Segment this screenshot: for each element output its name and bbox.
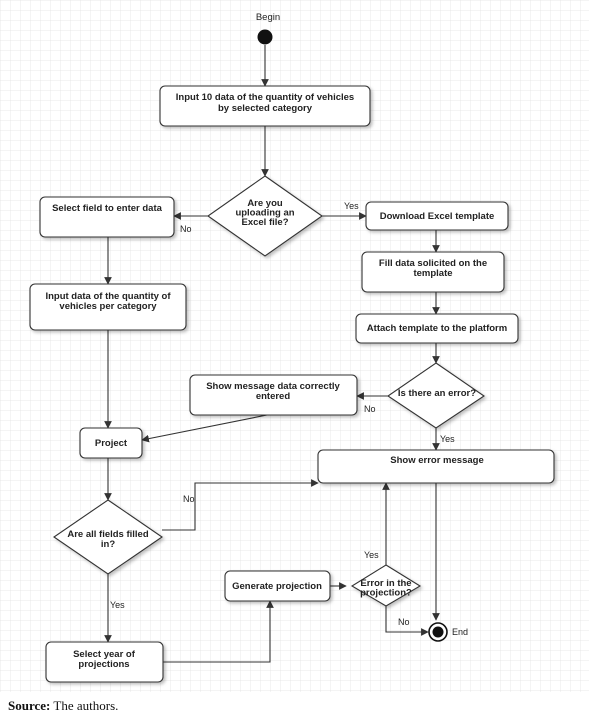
label-excel-no: No bbox=[180, 224, 192, 234]
node-label-input-data-per-category-line-1: Input data of the quantity of bbox=[45, 291, 171, 302]
node-label-decision-excel-line-1: Are you bbox=[247, 198, 283, 209]
label-fields-no: No bbox=[183, 494, 195, 504]
edges bbox=[104, 45, 440, 663]
node-label-input-data-per-category-line-2: vehicles per category bbox=[59, 301, 157, 312]
node-label-select-year-line-1: Select year of bbox=[73, 649, 136, 660]
node-label-decision-excel-line-3: Excel file? bbox=[242, 217, 289, 228]
box-select-field bbox=[39, 196, 175, 238]
node-label-download-template-line-1: Download Excel template bbox=[380, 211, 495, 222]
node-labels: Input 10 data of the quantity of vehicle… bbox=[45, 92, 507, 670]
edge-fields-no bbox=[162, 479, 319, 531]
box-fill-data bbox=[361, 251, 505, 293]
node-label-decision-fields-line-1: Are all fields filled bbox=[67, 529, 148, 540]
end-label: End bbox=[452, 627, 468, 637]
node-label-decision-projection-line-2: projection? bbox=[360, 588, 412, 599]
node-label-decision-fields-line-2: in? bbox=[101, 539, 115, 550]
edge-projection-no bbox=[385, 606, 429, 636]
source-text: The authors. bbox=[53, 698, 119, 713]
start-label: Begin bbox=[256, 12, 280, 23]
node-label-show-message-ok-line-2: entered bbox=[256, 391, 291, 402]
node-label-input-10-data-line-2: by selected category bbox=[218, 103, 313, 114]
edge-message-to-project bbox=[141, 413, 273, 443]
end-node-core bbox=[432, 626, 444, 638]
node-label-select-field-line-1: Select field to enter data bbox=[52, 203, 163, 214]
decision-projection bbox=[350, 564, 422, 607]
decision-excel bbox=[207, 175, 323, 257]
node-label-generate-projection-line-1: Generate projection bbox=[232, 581, 322, 592]
source-label: Source: bbox=[8, 698, 51, 713]
flowchart: Begin End Input 10 data of the quantity … bbox=[0, 0, 589, 692]
edge-year-to-generate bbox=[163, 600, 274, 663]
node-label-fill-data-line-1: Fill data solicited on the bbox=[379, 258, 487, 269]
box-show-message-ok bbox=[189, 374, 358, 416]
node-label-decision-error-line-1: Is there an error? bbox=[398, 388, 476, 399]
label-error-yes: Yes bbox=[440, 434, 455, 444]
box-generate-projection bbox=[224, 570, 331, 602]
node-label-fill-data-line-2: template bbox=[413, 268, 452, 279]
node-label-project-line-1: Project bbox=[95, 438, 128, 449]
label-excel-yes: Yes bbox=[344, 201, 359, 211]
node-label-show-message-ok-line-1: Show message data correctly bbox=[206, 381, 340, 392]
label-projection-no: No bbox=[398, 617, 410, 627]
node-label-input-10-data-line-1: Input 10 data of the quantity of vehicle… bbox=[176, 92, 354, 103]
node-label-attach-template-line-1: Attach template to the platform bbox=[367, 323, 507, 334]
node-label-show-error-line-1: Show error message bbox=[390, 455, 483, 466]
box-input-10-data bbox=[159, 85, 371, 127]
box-select-year bbox=[45, 641, 164, 683]
node-label-decision-excel-line-2: uploading an bbox=[235, 208, 294, 219]
box-show-error bbox=[317, 449, 555, 484]
decision-fields bbox=[53, 499, 163, 575]
decision-error bbox=[387, 362, 485, 429]
node-label-select-year-line-2: projections bbox=[78, 659, 129, 670]
start-node bbox=[257, 29, 273, 45]
box-project bbox=[79, 427, 143, 459]
label-fields-yes: Yes bbox=[110, 600, 125, 610]
box-attach-template bbox=[355, 313, 519, 344]
node-label-decision-projection-line-1: Error in the bbox=[360, 578, 411, 589]
box-download-template bbox=[365, 201, 509, 231]
box-input-data-per-category bbox=[29, 283, 187, 331]
source-caption: Source: The authors. bbox=[8, 698, 118, 714]
label-error-no: No bbox=[364, 404, 376, 414]
label-projection-yes: Yes bbox=[364, 550, 379, 560]
